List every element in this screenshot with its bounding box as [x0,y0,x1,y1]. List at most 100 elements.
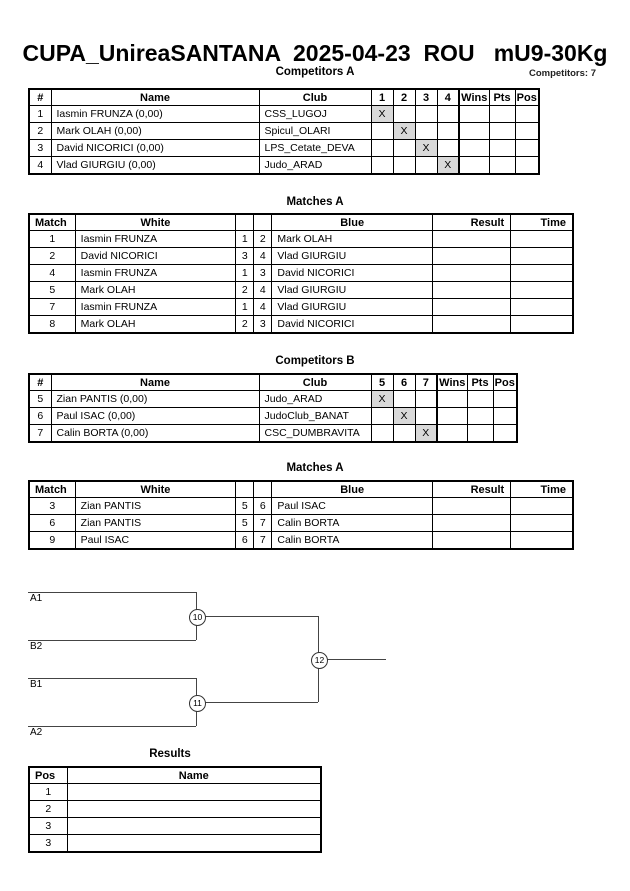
bracket-node-12[interactable]: 12 [311,652,328,669]
cell-opponent-mark [414,105,438,123]
table-row: 3 [28,834,322,853]
cell-pts[interactable] [466,390,494,408]
cell-result[interactable] [431,247,512,265]
cell-blue-number: 4 [253,281,273,299]
cell-position: 3 [28,834,68,853]
cell-winner-name[interactable] [66,834,322,853]
cell-pts[interactable] [466,424,494,443]
cell-wins[interactable] [436,390,468,408]
cell-opponent-mark: X [436,156,460,175]
col-pos: Pos [492,373,518,391]
cell-wins[interactable] [458,139,490,157]
cell-pts[interactable] [488,156,516,175]
cell-pos[interactable] [492,407,518,425]
cell-wins[interactable] [436,407,468,425]
col-blue: Blue [271,213,433,231]
cell-num: 2 [28,122,52,140]
cell-pos[interactable] [514,139,540,157]
cell-blue-name: Calin BORTA [271,514,433,532]
cell-match-number: 4 [28,264,76,282]
table-header-row: # Name Club 1 2 3 4 Wins Pts Pos [28,88,540,106]
col-match: Match [28,213,76,231]
cell-wins[interactable] [436,424,468,443]
bracket-line-semi-bottom-out [204,702,318,703]
cell-result[interactable] [431,281,512,299]
table-row: 3 [28,817,322,835]
bracket-seed-b1: B1 [30,679,43,690]
cell-name: Paul ISAC (0,00) [50,407,260,425]
cell-result[interactable] [431,497,512,515]
cell-time[interactable] [510,514,574,532]
cell-time[interactable] [510,247,574,265]
cell-pos[interactable] [492,424,518,443]
cell-opponent-mark: X [392,407,416,425]
cell-result[interactable] [431,315,512,334]
table-header-row: Match White Blue Result Time [28,480,574,498]
col-opp-4: 4 [436,88,460,106]
cell-result[interactable] [431,264,512,282]
cell-wins[interactable] [458,105,490,123]
cell-blue-name: Paul ISAC [271,497,433,515]
table-row: 1 [28,783,322,801]
cell-time[interactable] [510,531,574,550]
cell-result[interactable] [431,298,512,316]
cell-white-number: 6 [235,531,255,550]
cell-num: 6 [28,407,52,425]
cell-white-name: Paul ISAC [74,531,237,550]
cell-time[interactable] [510,298,574,316]
col-match: Match [28,480,76,498]
cell-white-number: 5 [235,514,255,532]
cell-white-name: Iasmin FRUNZA [74,230,237,248]
cell-match-number: 5 [28,281,76,299]
cell-opponent-mark [414,156,438,175]
competitors-count: Competitors: 7 [528,68,596,79]
cell-winner-name[interactable] [66,783,322,801]
cell-pts[interactable] [488,105,516,123]
cell-pos[interactable] [514,122,540,140]
cell-winner-name[interactable] [66,800,322,818]
cell-white-number: 2 [235,281,255,299]
cell-pos[interactable] [514,156,540,175]
cell-time[interactable] [510,497,574,515]
cell-time[interactable] [510,315,574,334]
cell-result[interactable] [431,514,512,532]
cell-winner-name[interactable] [66,817,322,835]
cell-white-number: 3 [235,247,255,265]
cell-opponent-mark [392,390,416,408]
col-blue: Blue [271,480,433,498]
cell-pts[interactable] [488,122,516,140]
cell-position: 2 [28,800,68,818]
cell-opponent-mark [414,407,438,425]
cell-pts[interactable] [466,407,494,425]
cell-blue-name: Vlad GIURGIU [271,298,433,316]
bracket-line-a1 [28,592,196,593]
cell-pos[interactable] [492,390,518,408]
cell-pts[interactable] [488,139,516,157]
cell-blue-number: 4 [253,298,273,316]
table-header-row: Pos Name [28,766,322,784]
cell-time[interactable] [510,281,574,299]
cell-wins[interactable] [458,156,490,175]
cell-wins[interactable] [458,122,490,140]
cell-time[interactable] [510,264,574,282]
cell-time[interactable] [510,230,574,248]
bracket-node-10[interactable]: 10 [189,609,206,626]
cell-result[interactable] [431,230,512,248]
cell-name: Calin BORTA (0,00) [50,424,260,443]
cell-result[interactable] [431,531,512,550]
cell-pos[interactable] [514,105,540,123]
bracket-line-semi-top-out [204,616,318,617]
bracket-node-11[interactable]: 11 [189,695,206,712]
table-header-row: Match White Blue Result Time [28,213,574,231]
cell-blue-number: 3 [253,315,273,334]
